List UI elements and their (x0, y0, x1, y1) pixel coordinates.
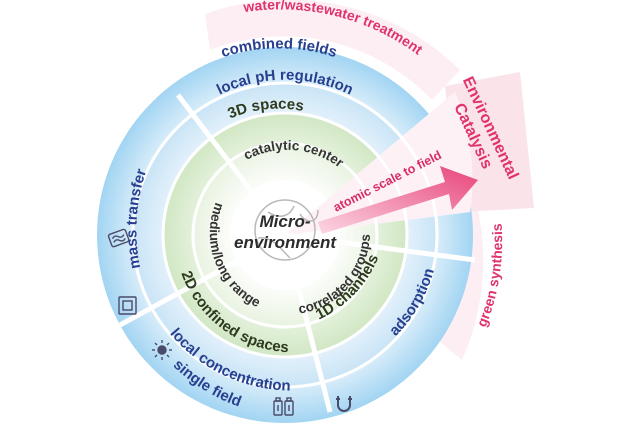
center-title-line2: environment (234, 233, 337, 252)
sun-icon (152, 340, 172, 360)
window-frame-icon (118, 296, 137, 315)
atomic-to-field-arrow (318, 166, 478, 234)
battery-icon (273, 397, 294, 416)
magnet-icon (336, 396, 352, 412)
leaf-globe-icon (254, 199, 319, 261)
center-title-line1: Micro- (260, 212, 311, 231)
wave-tag-icon (107, 228, 130, 248)
